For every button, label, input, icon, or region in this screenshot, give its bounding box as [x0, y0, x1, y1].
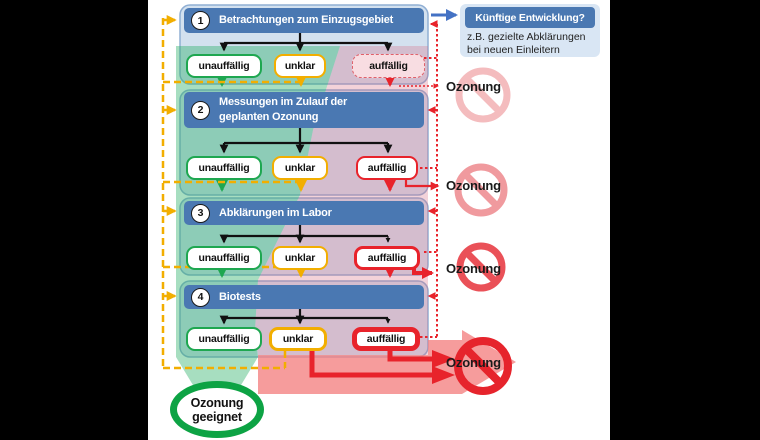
step-1-title: Betrachtungen zum Einzugsgebiet — [219, 14, 394, 26]
big-pink-arrow — [258, 330, 516, 394]
no-ozone-sign-4 — [454, 337, 512, 395]
no-ozone-arrow-2 — [404, 180, 440, 191]
result-line1: Ozonung — [190, 395, 244, 410]
step-3-header: 3 Abklärungen im Labor — [184, 201, 424, 225]
no-ozone-label-3: Ozonung — [446, 261, 501, 276]
result-line2: geeignet — [192, 409, 242, 424]
step-3-title: Abklärungen im Labor — [219, 206, 332, 219]
step-2-outcome-unklar: unklar — [272, 156, 328, 180]
no-ozone-arrow-4a — [387, 350, 432, 362]
step-1-number-badge: 1 — [191, 11, 210, 30]
black-branch-arrows — [219, 33, 393, 325]
step-4-outcome-auffaellig: auffällig — [352, 327, 420, 351]
step-4-outcome-unauffaellig: unauffällig — [186, 327, 262, 351]
step-4-number-badge: 4 — [191, 287, 210, 307]
step-4-header: 4 Biotests — [184, 285, 424, 309]
no-ozone-label-1: Ozonung — [446, 79, 501, 94]
future-development-line1: z.B. gezielte Abklärungen — [467, 31, 586, 43]
result-ellipse: Ozonung geeignet — [170, 381, 264, 438]
no-ozone-sign-3 — [456, 242, 506, 292]
step-3-number-badge: 3 — [191, 203, 210, 223]
right-black-bar — [610, 0, 760, 440]
no-ozone-arrow-4b — [309, 351, 432, 378]
future-development-title: Künftige Entwicklung? — [465, 7, 595, 28]
step-1-outcome-auffaellig: auffällig — [352, 54, 425, 78]
step-1-outcome-unklar: unklar — [274, 54, 326, 78]
no-ozone-arrows — [309, 180, 455, 384]
no-ozone-sign-2 — [454, 163, 508, 217]
step-2-header: 2 Messungen im Zulauf der geplanten Ozon… — [184, 92, 424, 128]
step-3-outcome-auffaellig: auffällig — [354, 246, 420, 270]
step-2-title-line1: Messungen im Zulauf der — [219, 96, 348, 108]
step-2-title-line2: geplanten Ozonung — [219, 111, 319, 123]
step-2-outcome-auffaellig: auffällig — [356, 156, 418, 180]
no-ozone-label-2: Ozonung — [446, 178, 501, 193]
yellow-feedback-dashed-lines — [161, 15, 300, 370]
step-2-outcome-unauffaellig: unauffällig — [186, 156, 262, 180]
future-development-box: Künftige Entwicklung? z.B. gezielte Abkl… — [460, 4, 600, 57]
step-1-header: 1 Betrachtungen zum Einzugsgebiet — [184, 8, 424, 33]
step-4-title: Biotests — [219, 290, 261, 303]
step-3-outcome-unklar: unklar — [272, 246, 328, 270]
step-3-outcome-unauffaellig: unauffällig — [186, 246, 262, 270]
no-ozone-sign-1 — [455, 67, 511, 123]
no-ozone-label-4: Ozonung — [446, 355, 501, 370]
no-ozone-arrow-3 — [412, 267, 434, 279]
future-development-line2: bei neuen Einleitern — [467, 44, 560, 56]
step-1-outcome-unauffaellig: unauffällig — [186, 54, 262, 78]
step-2-number-badge: 2 — [191, 100, 210, 120]
step-4-outcome-unklar: unklar — [269, 327, 327, 351]
left-black-bar — [0, 0, 148, 440]
red-dotted-feedback-lines — [399, 20, 439, 338]
